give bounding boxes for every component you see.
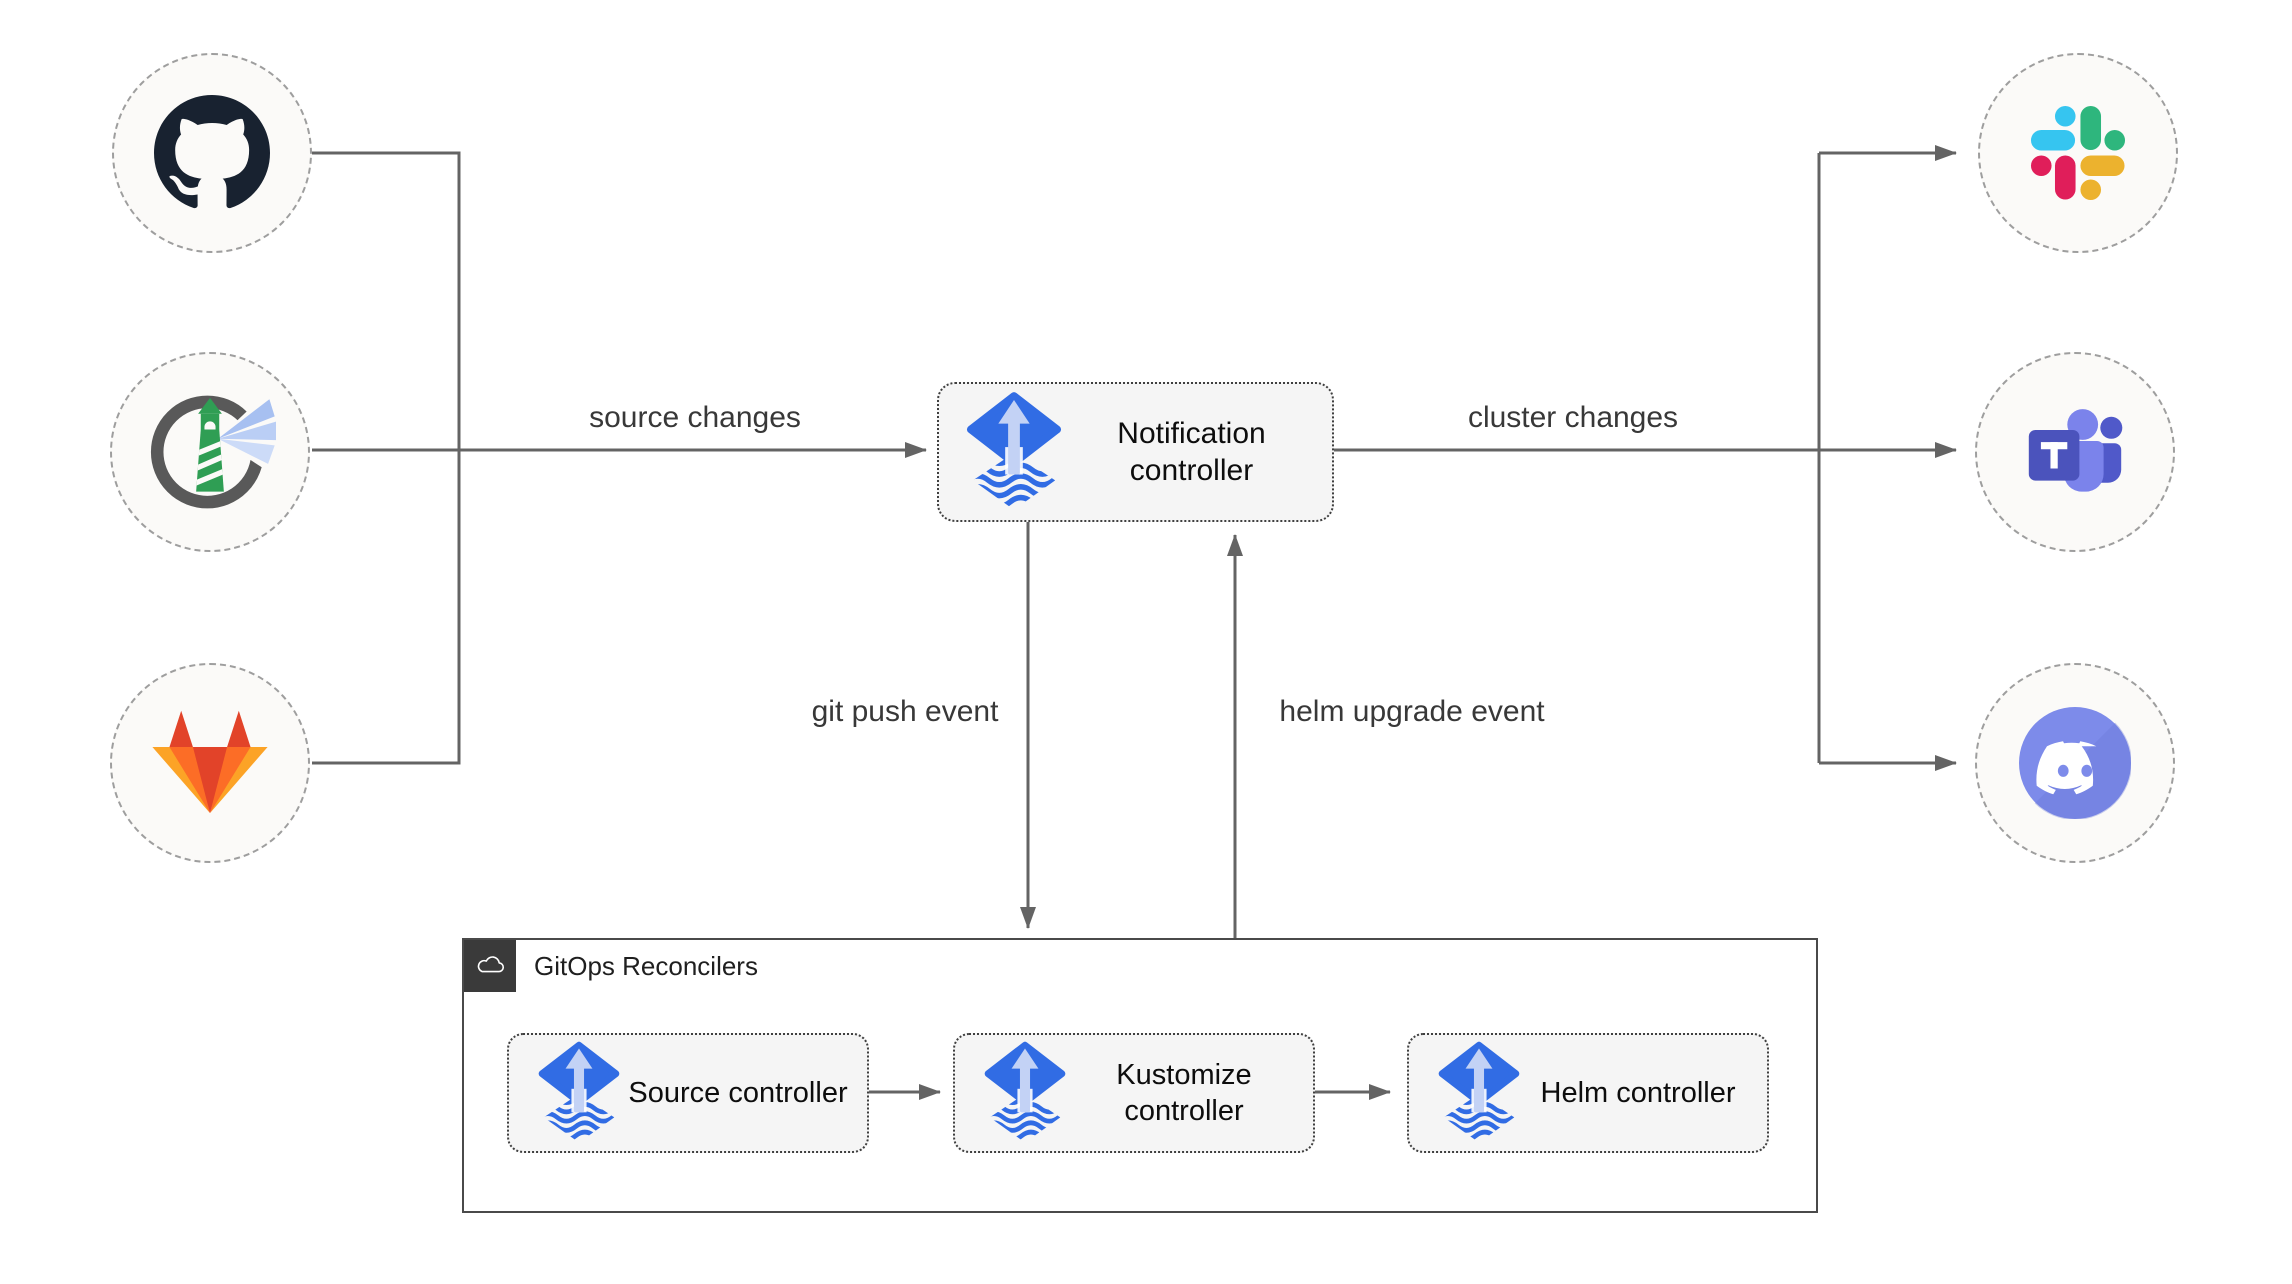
harbor-node xyxy=(110,352,310,552)
teams-node xyxy=(1975,352,2175,552)
teams-icon xyxy=(2028,409,2123,492)
discord-node xyxy=(1975,663,2175,863)
github-icon xyxy=(154,95,270,209)
cloud-icon xyxy=(477,956,505,973)
edge-label-helm-upgrade-event: helm upgrade event xyxy=(1279,695,1545,728)
gitops-reconcilers-label: GitOps Reconcilers xyxy=(534,950,758,981)
kustomize-controller-label: Kustomize controller xyxy=(1116,1059,1252,1127)
github-node xyxy=(112,53,312,253)
flux-icon xyxy=(983,1040,1067,1146)
helm-controller-node: Helm controller xyxy=(1407,1033,1769,1153)
flux-icon xyxy=(537,1040,621,1146)
gitops-reconcilers-header: GitOps Reconcilers xyxy=(464,940,758,992)
slack-icon xyxy=(2030,105,2126,201)
edge-label-git-push-event: git push event xyxy=(811,695,999,728)
source-controller-label: Source controller xyxy=(628,1077,848,1109)
group-tab xyxy=(464,940,516,992)
flux-icon xyxy=(1437,1040,1521,1146)
slack-node xyxy=(1978,53,2178,253)
edge-left-trunk xyxy=(312,151,461,765)
kustomize-controller-node: Kustomize controller xyxy=(953,1033,1315,1153)
discord-icon xyxy=(2019,707,2131,819)
harbor-icon xyxy=(150,391,276,509)
gitops-reconcilers-group: GitOps Reconcilers xyxy=(462,938,1818,1213)
flux-icon xyxy=(965,390,1063,514)
edge-label-cluster-changes: cluster changes xyxy=(1467,401,1679,434)
edge-label-source-changes: source changes xyxy=(589,401,801,434)
source-controller-node: Source controller xyxy=(507,1033,869,1153)
gitlab-node xyxy=(110,663,310,863)
notification-controller-label: Notification controller xyxy=(1117,417,1266,487)
gitlab-icon xyxy=(152,710,268,814)
notification-controller-node: Notification controller xyxy=(937,382,1334,522)
helm-controller-label: Helm controller xyxy=(1540,1077,1736,1109)
